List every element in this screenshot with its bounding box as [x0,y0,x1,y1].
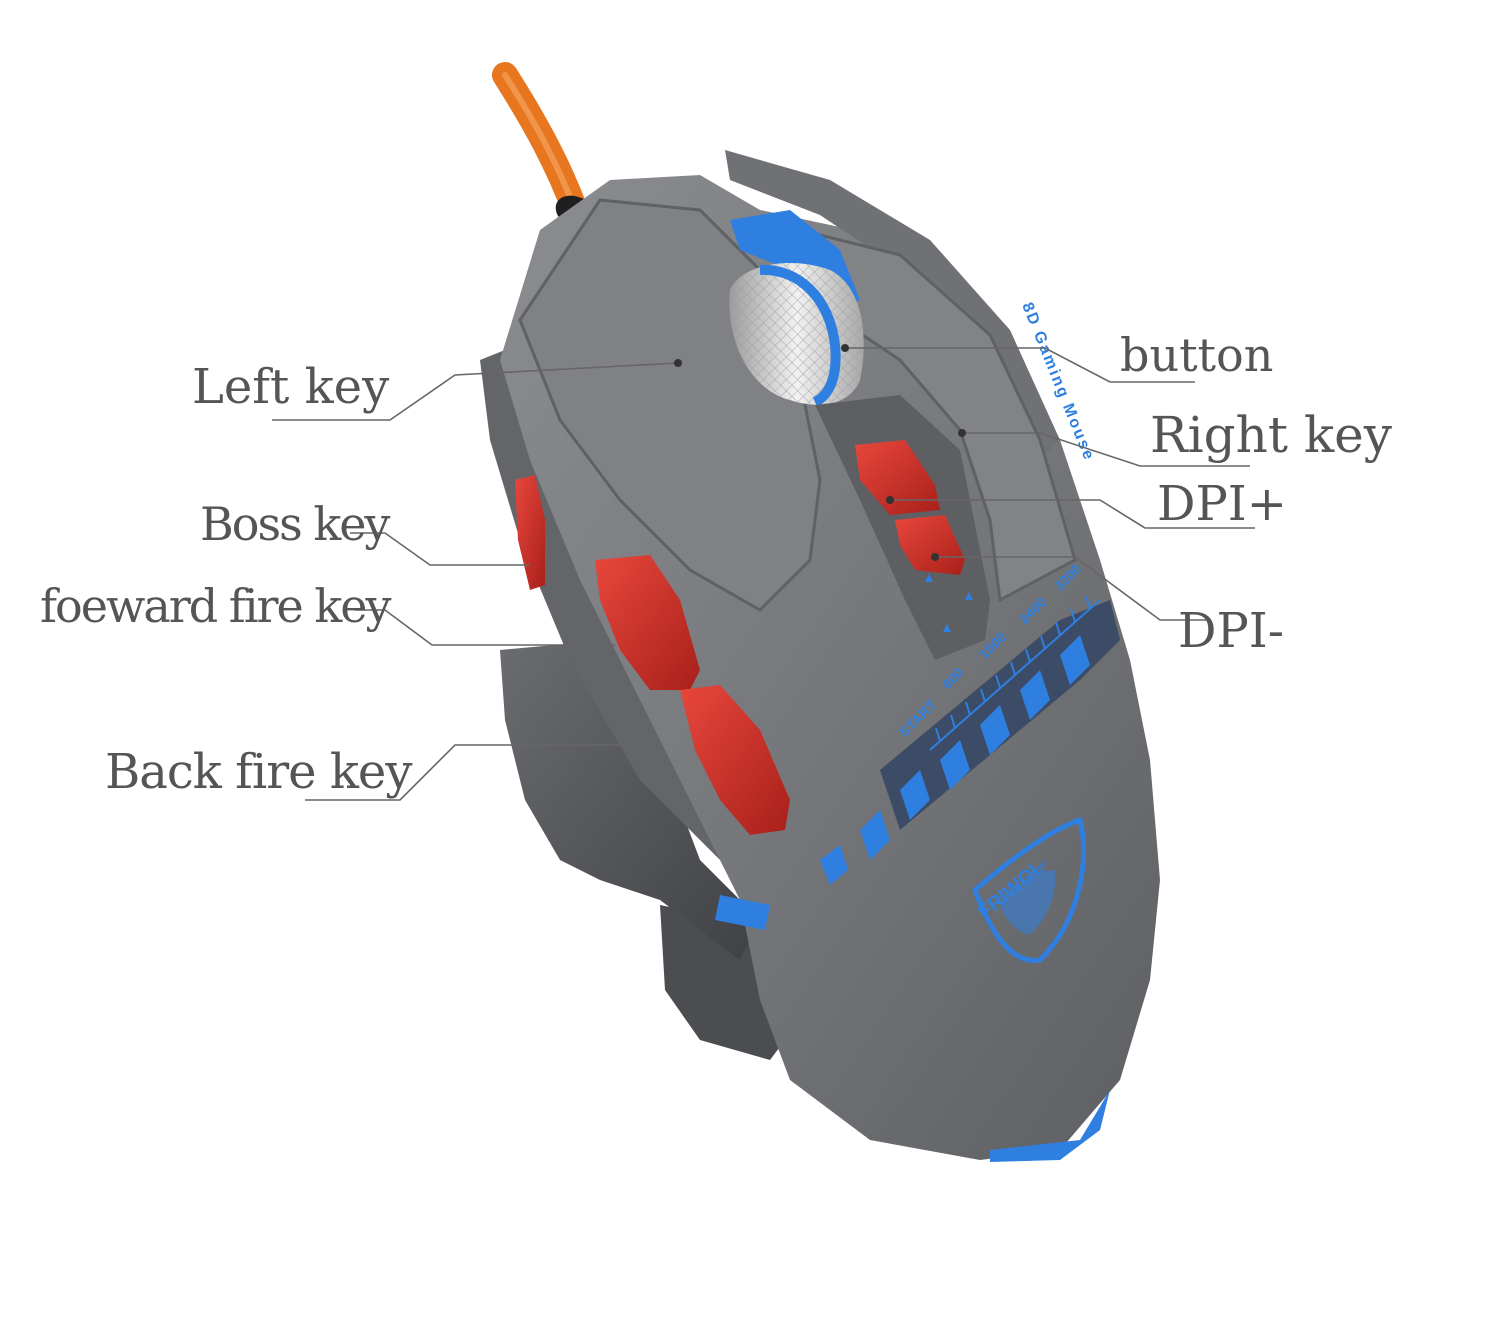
leader-right-key [962,432,1250,467]
forward-fire-key-button [595,555,700,690]
callout-dpi-plus: DPI+ [1157,476,1287,532]
callout-button: button [1120,328,1273,382]
boss-key-button [515,475,545,590]
dpi-minus-button [895,515,965,575]
leader-dpi-plus [890,499,1255,529]
dpi-arrow-icon: ▲ [962,589,976,604]
callout-back-fire-key: Back fire key [105,744,412,800]
dpi-arrow-icon: ▲ [922,571,936,586]
callout-right-key: Right key [1150,406,1393,464]
wolf-shield-icon: FRIWOL Unleash the power [972,816,1087,963]
dpi-arrow-icon: ▲ [940,621,954,636]
leader-boss-key [350,532,530,566]
back-fire-key-button [680,685,790,835]
leader-dpi-minus [935,556,1210,621]
dpi-scale [929,595,1101,751]
gaming-mouse: ▲ ▲ ▲ [480,150,1160,1162]
leader-lines [272,344,1255,801]
led-band [820,635,1090,885]
callout-labels: button Right key DPI+ DPI- Left key Boss… [40,328,1393,800]
leader-button [845,347,1195,383]
callout-forward-fire-key: foeward fire key [40,579,391,633]
scroll-wheel [729,262,864,407]
leader-left-key [272,362,679,421]
leader-forward-fire-key [355,609,615,646]
callout-left-key: Left key [192,359,389,415]
callout-boss-key: Boss key [200,497,390,551]
leader-back-fire-key [305,744,660,801]
callout-dpi-minus: DPI- [1178,603,1284,659]
dpi-plus-button [855,440,940,515]
thumb-rest [500,640,760,960]
